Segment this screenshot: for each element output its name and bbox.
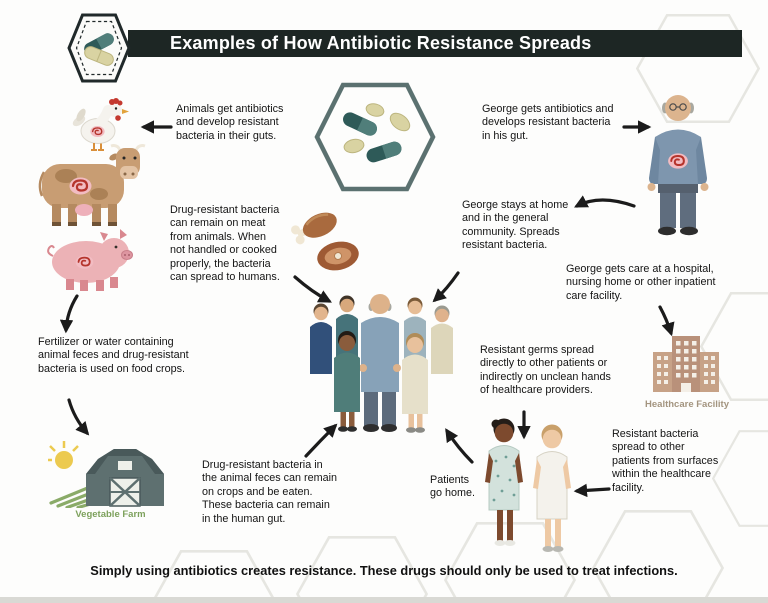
callout-patients-go-home: Patients go home. (430, 474, 476, 500)
antibiotic-pills-icon (314, 82, 436, 192)
meat-icon (291, 212, 359, 271)
pill-cream (365, 103, 385, 117)
callout-feces-crops-gut: Drug-resistant bacteria in the animal fe… (202, 459, 338, 525)
callout-fertilizer-crops: Fertilizer or water containing animal fe… (38, 336, 189, 375)
cow-icon (38, 144, 146, 226)
bacteria-icon (667, 152, 689, 170)
page-title: Examples of How Antibiotic Resistance Sp… (170, 33, 592, 53)
callout-meat-spread: Drug-resistant bacteria can remain on me… (170, 204, 280, 283)
bacteria-icon (89, 125, 106, 138)
person-front-right (402, 333, 428, 433)
pig-icon (47, 229, 133, 291)
capsule-teal (343, 112, 377, 136)
person-center (359, 294, 401, 432)
healthcare-facility-icon (653, 336, 719, 392)
person-navy (310, 303, 332, 374)
title-banner: Examples of How Antibiotic Resistance Sp… (128, 30, 742, 57)
person-cream-back (431, 305, 453, 374)
healthcare-facility-label: Healthcare Facility (645, 399, 729, 410)
chicken-icon (72, 98, 129, 151)
vegetable-farm-label: Vegetable Farm (75, 509, 146, 520)
callout-george-stays-home: George stays at home and in the general … (462, 199, 569, 252)
community-crowd-icon (310, 294, 453, 433)
bacteria-icon (74, 254, 95, 270)
callout-george-gets-antibiotics: George gets antibiotics and develops res… (482, 103, 614, 142)
vegetable-farm-icon (48, 441, 164, 508)
pill-cream (389, 112, 411, 132)
george-figure-icon (647, 95, 709, 236)
capsule-cream (84, 46, 114, 66)
callout-animals-get-antibiotics: Animals get antibiotics and develop resi… (176, 103, 284, 142)
callout-george-gets-care: George gets care at a hospital, nursing … (566, 263, 716, 302)
bottom-edge-strip (0, 597, 768, 603)
footer-message: Simply using antibiotics creates resista… (90, 563, 678, 578)
pills-hexagon-icon (67, 13, 131, 83)
pill-cream (343, 138, 365, 154)
person-front-left (334, 331, 360, 432)
patient-2 (533, 424, 571, 552)
callout-resistant-surfaces: Resistant bacteria spread to other patie… (612, 428, 719, 494)
patients-icon (485, 418, 571, 552)
capsule-teal (366, 141, 402, 163)
callout-germs-spread-patients: Resistant germs spread directly to other… (480, 344, 611, 397)
bacteria-icon (68, 176, 93, 196)
patient-1 (485, 418, 523, 546)
